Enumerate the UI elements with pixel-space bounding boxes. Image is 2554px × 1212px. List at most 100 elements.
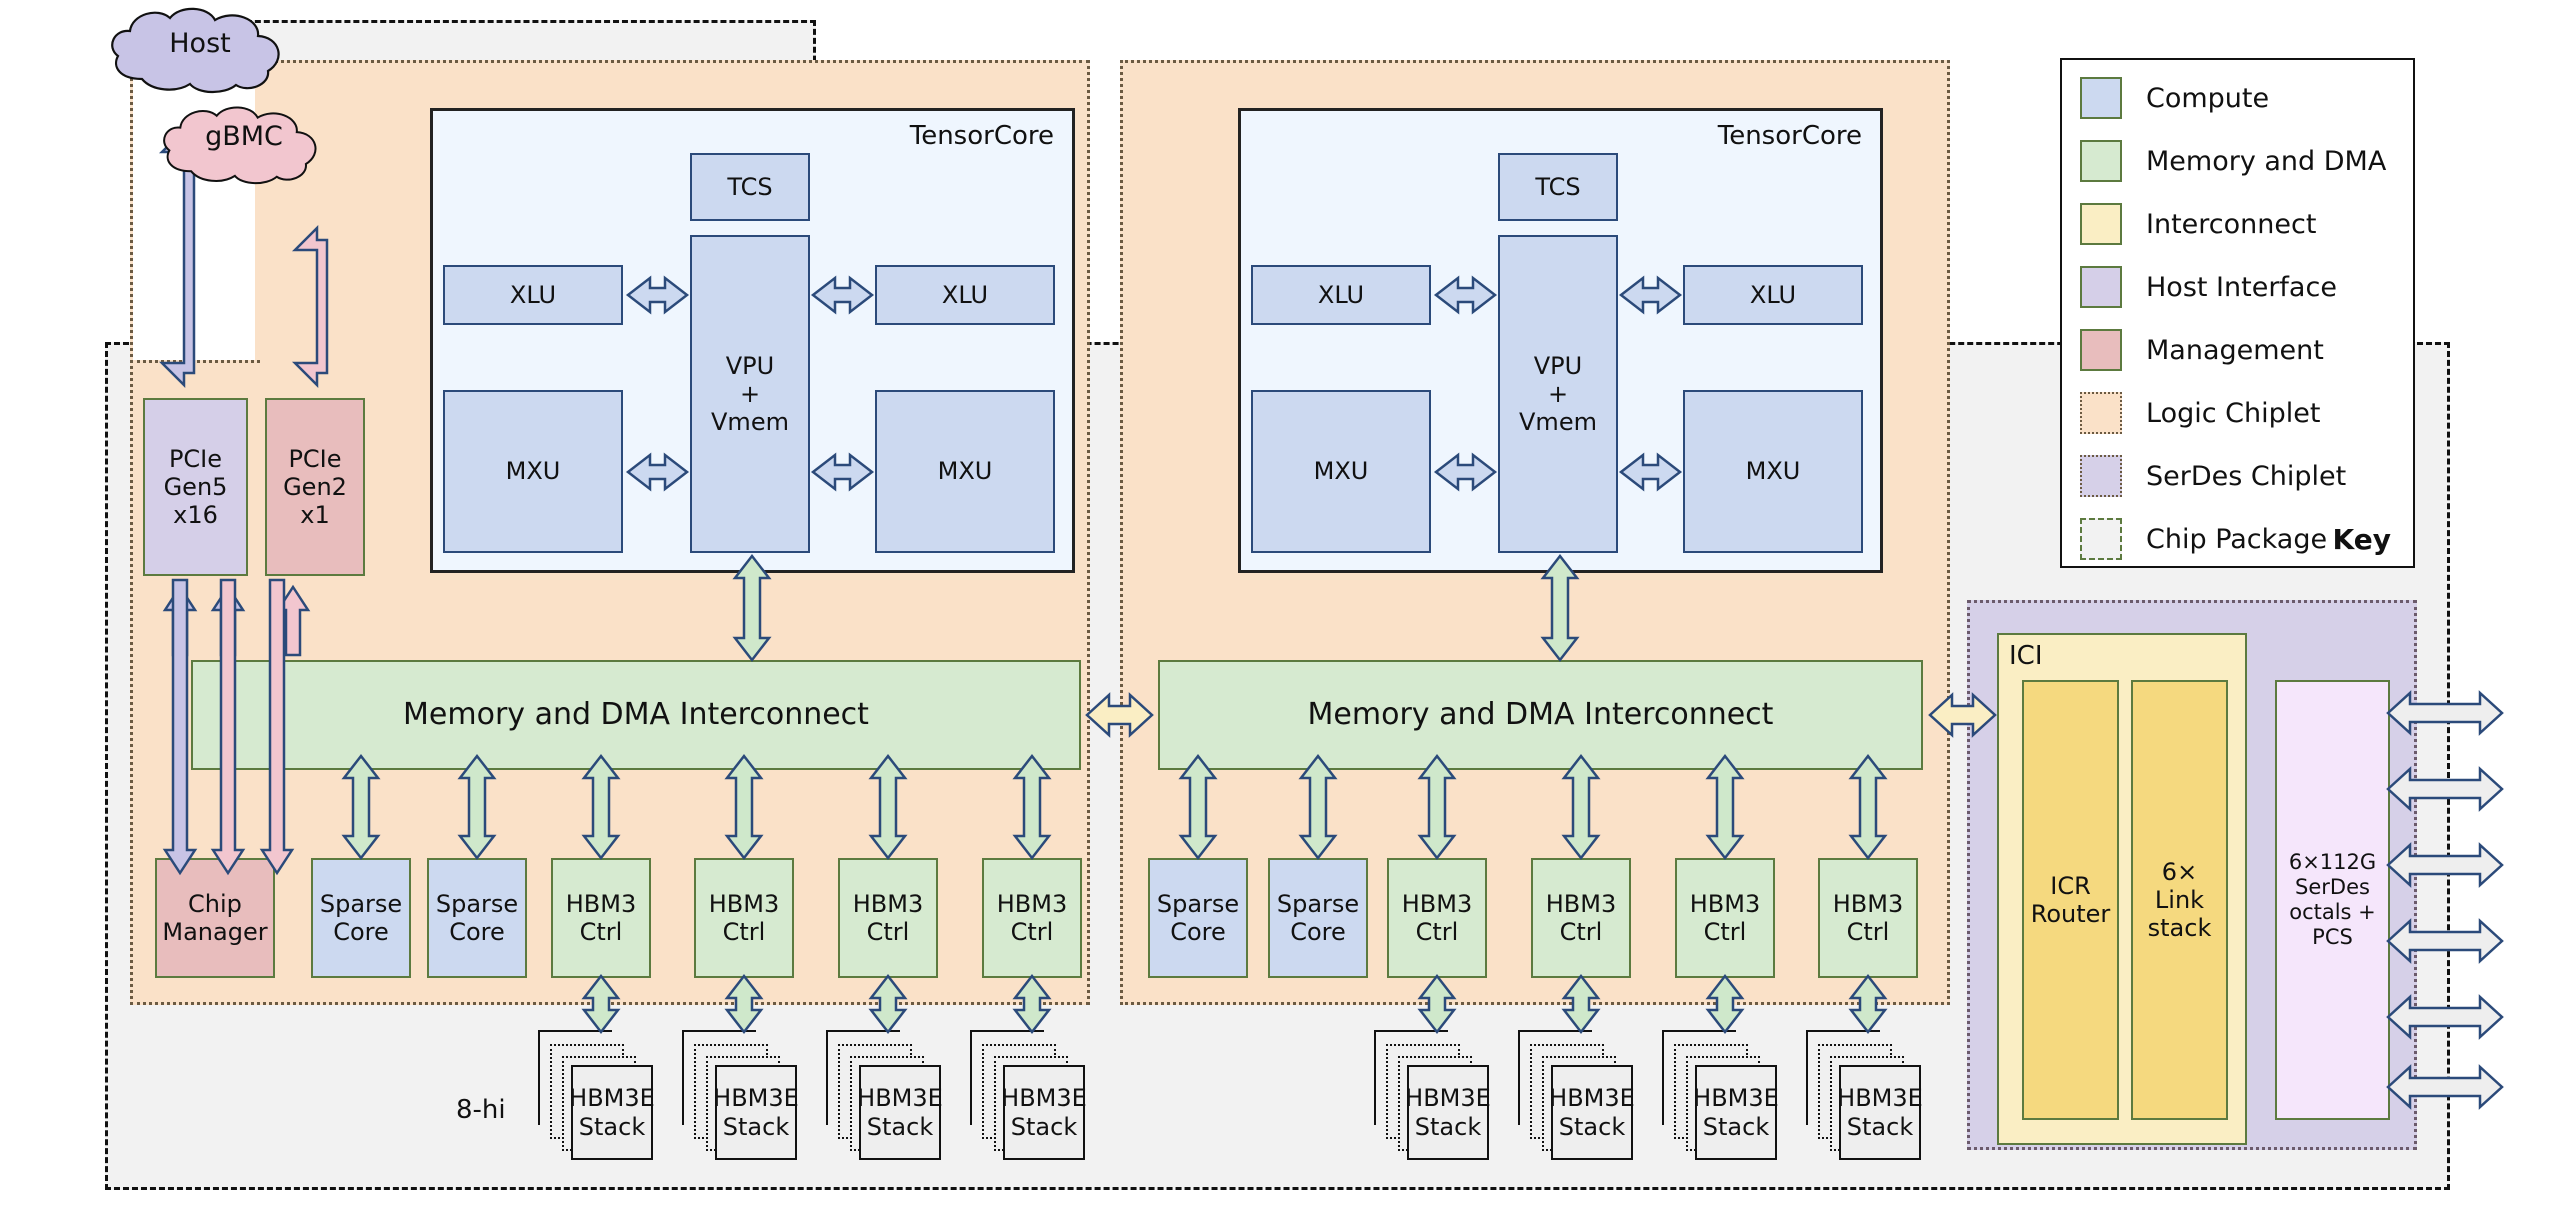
pcie-gen2-line-1: Gen2 [283,472,347,501]
hbm3e-stack-card[interactable]: HBM3E Stack [569,1065,655,1160]
tcs-right[interactable]: TCS [1498,153,1618,221]
hbm3e-stack-group-r1[interactable]: HBM3E Stack [1374,1030,1502,1160]
xlu-right-west[interactable]: XLU [1251,265,1431,325]
hbm3-ctrl-line-1: Ctrl [866,918,910,946]
hbm3e-stack-group-l1[interactable]: HBM3E Stack [538,1030,666,1160]
key-swatch-interconnect [2080,203,2122,245]
mxu-left-east[interactable]: MXU [875,390,1055,553]
hbm3-ctrl-r3[interactable]: HBM3 Ctrl [1675,858,1775,978]
key-swatch-logic-chiplet [2080,392,2122,434]
sparse-core-line-0: Sparse [435,889,519,918]
hbm3-ctrl-l2[interactable]: HBM3 Ctrl [694,858,794,978]
hbm3-ctrl-line-0: HBM3 [708,889,780,918]
hbm3e-stack-card[interactable]: HBM3E Stack [857,1065,943,1160]
stack-back-frame [682,1030,756,1125]
icr-router-line-0: ICR [2050,871,2091,900]
stack-back-frame [1518,1030,1592,1125]
hbm3e-line-1: Stack [578,1112,646,1141]
mxu-right-west[interactable]: MXU [1251,390,1431,553]
host-cloud[interactable] [100,5,300,94]
sparse-core-l1[interactable]: Sparse Core [311,858,411,978]
key-label-serdes-chiplet: SerDes Chiplet [2146,460,2347,492]
hbm3e-stack-card[interactable]: HBM3E Stack [1405,1065,1491,1160]
hbm3e-stack-card[interactable]: HBM3E Stack [1549,1065,1635,1160]
memory-dma-interconnect-left[interactable]: Memory and DMA Interconnect [191,660,1081,770]
key-item-6: SerDes Chiplet [2080,455,2346,497]
key-item-0: Compute [2080,77,2269,119]
hbm3-ctrl-line-0: HBM3 [1832,889,1904,918]
hbm3e-stack-group-l3[interactable]: HBM3E Stack [826,1030,954,1160]
hbm3e-line-0: HBM3E [1549,1084,1635,1113]
hbm3e-line-0: HBM3E [857,1084,943,1113]
pcie-gen5-block[interactable]: PCIe Gen5 x16 [143,398,248,576]
pcie-gen5-line-0: PCIe [168,444,223,473]
vpu-vmem-right[interactable]: VPU + Vmem [1498,235,1618,553]
xlu-right-east[interactable]: XLU [1683,265,1863,325]
gbmc-cloud[interactable] [153,101,335,187]
icr-router-line-1: Router [2030,900,2111,928]
hbm3e-stack-card[interactable]: HBM3E Stack [1837,1065,1923,1160]
link-stack-block[interactable]: 6× Link stack [2131,680,2228,1120]
key-item-7: Chip Package [2080,518,2327,560]
hbm3e-stack-card[interactable]: HBM3E Stack [713,1065,799,1160]
sparse-core-r2[interactable]: Sparse Core [1268,858,1368,978]
hbm3-ctrl-line-1: Ctrl [579,918,623,946]
key-swatch-host-interface [2080,266,2122,308]
sparse-core-line-0: Sparse [1156,889,1240,918]
tcs-left[interactable]: TCS [690,153,810,221]
tensorcore-left-label: TensorCore [909,121,1054,151]
chip-manager-line-0: Chip [188,889,242,918]
vpu-vmem-left[interactable]: VPU + Vmem [690,235,810,553]
vpu-line-2: Vmem [711,408,789,437]
mxu-right-east[interactable]: MXU [1683,390,1863,553]
memory-dma-interconnect-right[interactable]: Memory and DMA Interconnect [1158,660,1923,770]
hbm3e-line-1: Stack [722,1112,790,1141]
host-cloud-label: Host [169,28,231,59]
mxu-left-west[interactable]: MXU [443,390,623,553]
hbm3e-stack-group-l2[interactable]: HBM3E Stack [682,1030,810,1160]
key-title: Key [2332,523,2391,556]
pcie-gen5-line-2: x16 [173,501,218,530]
hbm3e-line-0: HBM3E [1001,1084,1087,1113]
key-item-1: Memory and DMA [2080,140,2386,182]
hbm3e-line-0: HBM3E [569,1084,655,1113]
hbm3-ctrl-l4[interactable]: HBM3 Ctrl [982,858,1082,978]
hbm3e-line-1: Stack [1010,1112,1078,1141]
sparse-core-r1[interactable]: Sparse Core [1148,858,1248,978]
hbm3e-line-1: Stack [1558,1112,1626,1141]
hbm3e-stack-card[interactable]: HBM3E Stack [1001,1065,1087,1160]
key-item-5: Logic Chiplet [2080,392,2320,434]
hbm3e-stack-card[interactable]: HBM3E Stack [1693,1065,1779,1160]
hbm3-ctrl-line-0: HBM3 [852,889,924,918]
xlu-left-west[interactable]: XLU [443,265,623,325]
hbm3-ctrl-r4[interactable]: HBM3 Ctrl [1818,858,1918,978]
stack-back-frame [538,1030,612,1125]
icr-router-block[interactable]: ICR Router [2022,680,2119,1120]
hbm3e-line-1: Stack [1702,1112,1770,1141]
chip-manager-block[interactable]: Chip Manager [155,858,275,978]
serdes-line-2: octals + [2289,900,2376,924]
hbm3e-stack-group-r2[interactable]: HBM3E Stack [1518,1030,1646,1160]
hbm3e-stack-group-r3[interactable]: HBM3E Stack [1662,1030,1790,1160]
key-label-compute: Compute [2146,82,2270,114]
hbm3e-stack-group-l4[interactable]: HBM3E Stack [970,1030,1098,1160]
key-label-interconnect: Interconnect [2146,208,2317,240]
hbm3-ctrl-l3[interactable]: HBM3 Ctrl [838,858,938,978]
serdes-line-0: 6×112G [2288,850,2377,875]
vpu-line-0: VPU [725,351,775,380]
hbm3-ctrl-line-1: Ctrl [1010,918,1054,946]
stack-back-frame [1662,1030,1736,1125]
hbm3-ctrl-l1[interactable]: HBM3 Ctrl [551,858,651,978]
xlu-left-east[interactable]: XLU [875,265,1055,325]
hbm3e-stack-group-r4[interactable]: HBM3E Stack [1806,1030,1934,1160]
serdes-octals-pcs-block[interactable]: 6×112G SerDes octals + PCS [2275,680,2390,1120]
ici-label: ICI [2009,641,2043,671]
hbm3-ctrl-r1[interactable]: HBM3 Ctrl [1387,858,1487,978]
hbm3-ctrl-r2[interactable]: HBM3 Ctrl [1531,858,1631,978]
sparse-core-l2[interactable]: Sparse Core [427,858,527,978]
pcie-gen2-block[interactable]: PCIe Gen2 x1 [265,398,365,576]
sparse-core-line-0: Sparse [1276,889,1360,918]
key-swatch-management [2080,329,2122,371]
key-label-management: Management [2146,334,2324,366]
serdes-line-3: PCS [2312,924,2353,949]
